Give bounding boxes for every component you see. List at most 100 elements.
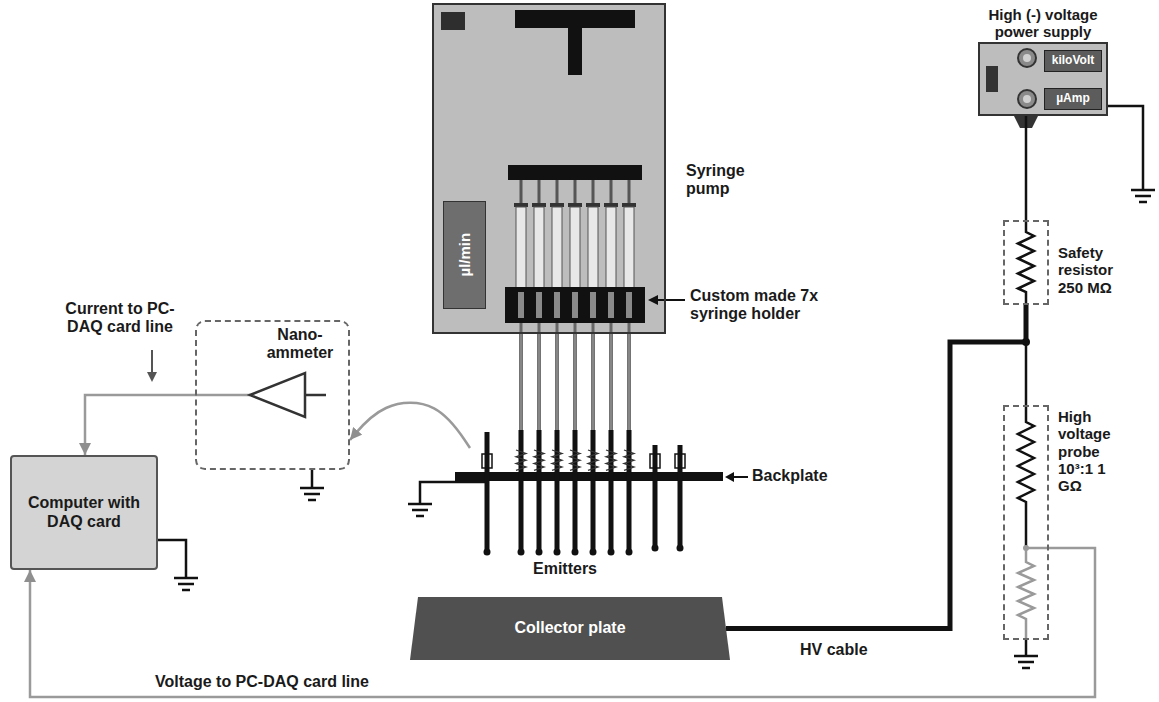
text-holder: µl/min [444, 202, 485, 308]
emitter-rod [653, 445, 658, 548]
plunger-rod [592, 180, 595, 204]
ground-symbol [1131, 189, 1155, 192]
held-barrel [554, 292, 560, 318]
text-holder: Custom made 7x syringe holder [690, 287, 850, 324]
text-holder: kiloVolt [1045, 51, 1101, 71]
text-holder: Collector plate [410, 597, 730, 660]
emitter-current-line [350, 403, 470, 448]
emitter-tip [626, 549, 633, 556]
feed-tube [519, 334, 523, 432]
feed-tube [537, 334, 541, 432]
nano-ammeter-box: Nano- ammeter [195, 320, 350, 470]
hv-wire [1025, 116, 1028, 220]
safety-resistor-box: Safety resistor 250 MΩ [1003, 220, 1049, 305]
text-holder: High (-) voltage power supply [968, 6, 1118, 41]
signal-line-label: Current to PC-DAQ card line [55, 300, 185, 337]
current-signal-line [85, 395, 195, 455]
power-supply: High (-) voltage power supplykiloVoltµAm… [978, 42, 1108, 116]
emitter-clip [650, 454, 660, 468]
emitter-clip [675, 454, 685, 468]
pump-body [432, 3, 666, 334]
syringes-and-emitters [482, 180, 685, 556]
knob-cap [1023, 54, 1031, 62]
signal-wire [195, 394, 250, 397]
power-supply-heading: High (-) voltage power supply [968, 6, 1118, 41]
current-knob [1018, 90, 1036, 108]
tube-highlight [575, 334, 576, 432]
text-holder: Backplate [752, 467, 828, 485]
tube-highlight [539, 334, 540, 432]
feed-tube [591, 334, 595, 432]
signal-wire [1026, 547, 1049, 550]
ground-wire [1108, 106, 1143, 190]
cable-label: HV cable [800, 641, 868, 659]
text-holder: Voltage to PC-DAQ card line [155, 673, 369, 691]
power-supply-body [978, 42, 1108, 116]
collector-plate: Collector plate [410, 597, 730, 660]
display-text: µAmp [1056, 92, 1090, 106]
feed-tube [555, 334, 559, 432]
emitter-tip [677, 545, 684, 552]
amplifier-input [305, 394, 326, 397]
syringe-pump: Syringe pumpµl/min [432, 3, 666, 334]
plate-shape [410, 597, 730, 660]
backplate-bar [455, 472, 723, 481]
ground-symbol [416, 515, 424, 518]
ground-symbol [1139, 201, 1147, 204]
text-holder: Emitters [510, 560, 620, 578]
ground-wire [311, 470, 314, 488]
syringe-flange [586, 203, 600, 207]
text-holder: Syringe pump [686, 162, 766, 199]
ground-symbol [408, 503, 432, 506]
tube-highlight [611, 334, 612, 432]
held-barrel [572, 292, 578, 318]
plate-label: Collector plate [514, 619, 625, 637]
syringe-holder [505, 287, 645, 323]
held-barrel [590, 292, 596, 318]
knob-cap [1023, 95, 1031, 103]
computer-box: Computer with DAQ card [10, 455, 158, 570]
ground-symbol [412, 509, 428, 512]
emitter-rod [519, 430, 524, 552]
tube-highlight [521, 334, 522, 432]
flow-rate-display: µl/min [443, 201, 486, 309]
leader-arrow [151, 350, 153, 373]
part-label: Custom made 7x syringe holder [690, 287, 850, 324]
wire-coil [624, 450, 634, 470]
wire-coil [534, 450, 544, 470]
instrument-label: Nano- ammeter [255, 326, 345, 363]
ground-symbol [1022, 667, 1030, 670]
pump-crossbar [515, 10, 635, 28]
ground-symbol [182, 589, 190, 592]
plunger-rod [610, 180, 613, 204]
voltage-knob [1018, 49, 1036, 67]
syringe-flange [532, 203, 546, 207]
leader-arrowhead [147, 372, 157, 382]
emitter-tip [652, 545, 659, 552]
wire-coil [588, 450, 598, 470]
plunger-pusher [508, 165, 642, 180]
ground-symbol [1018, 661, 1034, 664]
ground-symbol [1014, 655, 1038, 658]
syringe-flange [550, 203, 564, 207]
current-display: µAmp [1044, 88, 1102, 110]
voltage-display: kiloVolt [1044, 50, 1102, 72]
feed-tube [573, 334, 577, 432]
component-label: Safety resistor 250 MΩ [1058, 244, 1138, 296]
wire-coil [570, 450, 580, 470]
feed-tube [609, 334, 613, 432]
pump-switch [441, 12, 465, 30]
box-label: Computer with DAQ card [16, 494, 152, 531]
display-text: kiloVolt [1052, 54, 1094, 68]
ground-symbol [304, 493, 320, 496]
ground-symbol [300, 487, 324, 490]
ground-symbol [174, 577, 198, 580]
pump-screw [568, 28, 582, 75]
emitter-rod [627, 430, 632, 552]
emitter-rod [573, 430, 578, 552]
wire-coil [606, 450, 616, 470]
text-holder: Current to PC-DAQ card line [55, 300, 185, 337]
power-switch [986, 66, 998, 92]
